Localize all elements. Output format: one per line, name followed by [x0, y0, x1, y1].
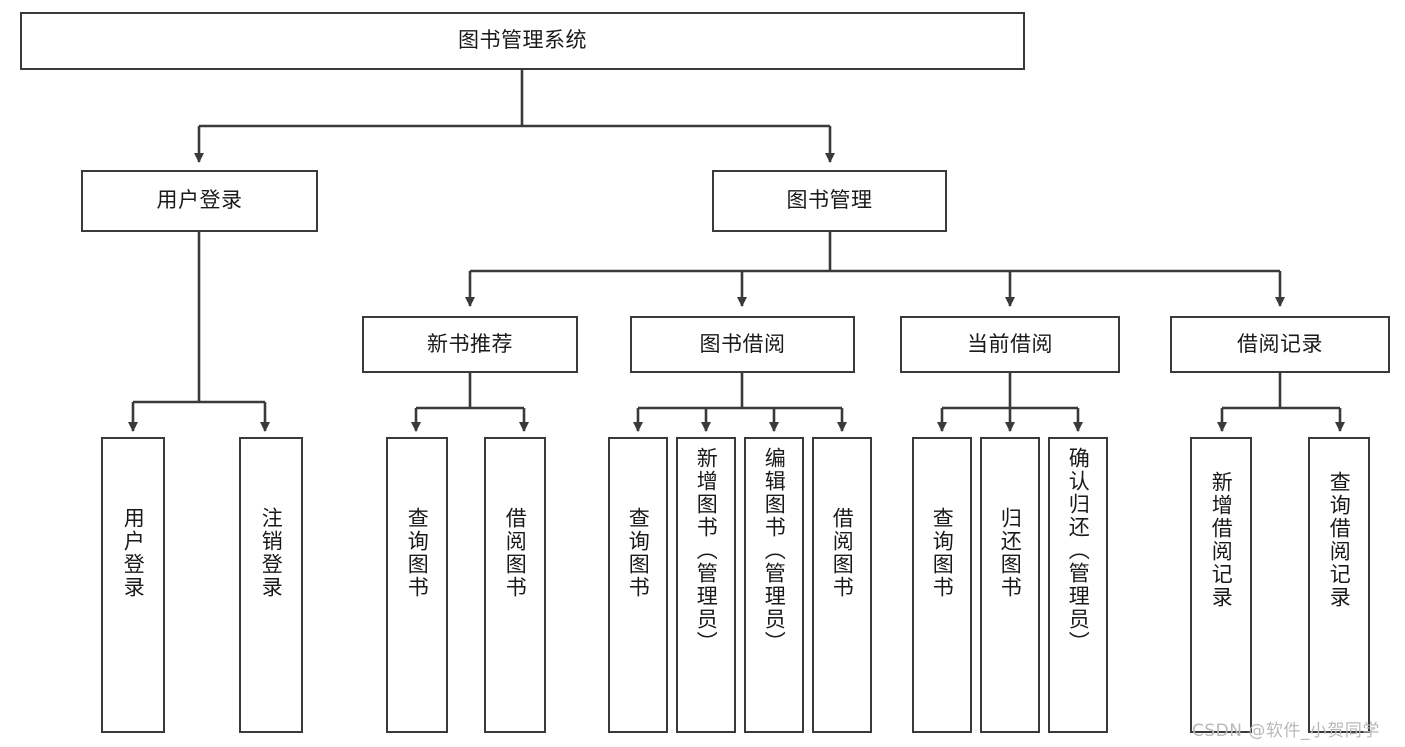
- node-label: 新增图书（管理员）: [694, 447, 719, 654]
- node-label: 用户登录: [156, 188, 243, 213]
- node-leaf-borrow-book[interactable]: 借阅图书: [812, 437, 872, 733]
- node-leaf-confirm-return[interactable]: 确认归还（管理员）: [1048, 437, 1108, 733]
- node-label: 图书管理: [786, 188, 873, 213]
- node-leaf-user-login[interactable]: 用户登录: [101, 437, 165, 733]
- node-label: 图书管理系统: [458, 28, 587, 53]
- node-label: 借阅图书: [503, 507, 528, 599]
- node-label: 用户登录: [121, 507, 146, 599]
- connector-borrowrecord-to-leaves: [1217, 373, 1345, 432]
- node-label: 编辑图书（管理员）: [762, 447, 787, 654]
- node-borrow-record[interactable]: 借阅记录: [1170, 316, 1390, 373]
- connector-bookborrow-to-leaves: [633, 373, 847, 432]
- node-label: 注销登录: [259, 507, 284, 599]
- node-leaf-add-book[interactable]: 新增图书（管理员）: [676, 437, 736, 733]
- node-current-borrow[interactable]: 当前借阅: [900, 316, 1120, 373]
- node-label: 图书借阅: [699, 331, 786, 356]
- node-leaf-edit-book[interactable]: 编辑图书（管理员）: [744, 437, 804, 733]
- node-label: 查询图书: [405, 507, 430, 599]
- node-label: 新书推荐: [427, 331, 513, 356]
- node-book-borrow[interactable]: 图书借阅: [630, 316, 855, 373]
- node-user-login[interactable]: 用户登录: [81, 170, 318, 232]
- node-leaf-query-book-current[interactable]: 查询图书: [912, 437, 972, 733]
- node-label: 借阅图书: [830, 507, 855, 599]
- node-label: 查询图书: [930, 507, 955, 599]
- node-root-system[interactable]: 图书管理系统: [20, 12, 1025, 70]
- node-new-book-rec[interactable]: 新书推荐: [362, 316, 578, 373]
- node-label: 当前借阅: [967, 331, 1053, 356]
- node-label: 查询图书: [626, 507, 651, 599]
- node-leaf-borrow-book-rec[interactable]: 借阅图书: [484, 437, 546, 733]
- node-leaf-user-logout[interactable]: 注销登录: [239, 437, 303, 733]
- node-label: 确认归还（管理员）: [1066, 447, 1091, 654]
- node-label: 新增借阅记录: [1209, 471, 1234, 609]
- connector-newbook-to-leaves: [411, 373, 529, 432]
- connector-root-to-level2: [194, 70, 835, 163]
- connector-userlogin-to-leaves: [128, 232, 270, 432]
- node-book-manage[interactable]: 图书管理: [712, 170, 947, 232]
- node-label: 归还图书: [998, 507, 1023, 599]
- node-leaf-query-book-borrow[interactable]: 查询图书: [608, 437, 668, 733]
- connector-currentborrow-to-leaves: [937, 373, 1083, 432]
- node-leaf-return-book[interactable]: 归还图书: [980, 437, 1040, 733]
- node-leaf-add-record[interactable]: 新增借阅记录: [1190, 437, 1252, 733]
- node-label: 借阅记录: [1237, 331, 1323, 356]
- node-leaf-query-book-rec[interactable]: 查询图书: [386, 437, 448, 733]
- connector-bookmanage-to-level3: [465, 232, 1285, 307]
- csdn-watermark: CSDN @软件_小贺同学: [1192, 721, 1380, 741]
- node-leaf-query-record[interactable]: 查询借阅记录: [1308, 437, 1370, 733]
- node-label: 查询借阅记录: [1327, 471, 1352, 609]
